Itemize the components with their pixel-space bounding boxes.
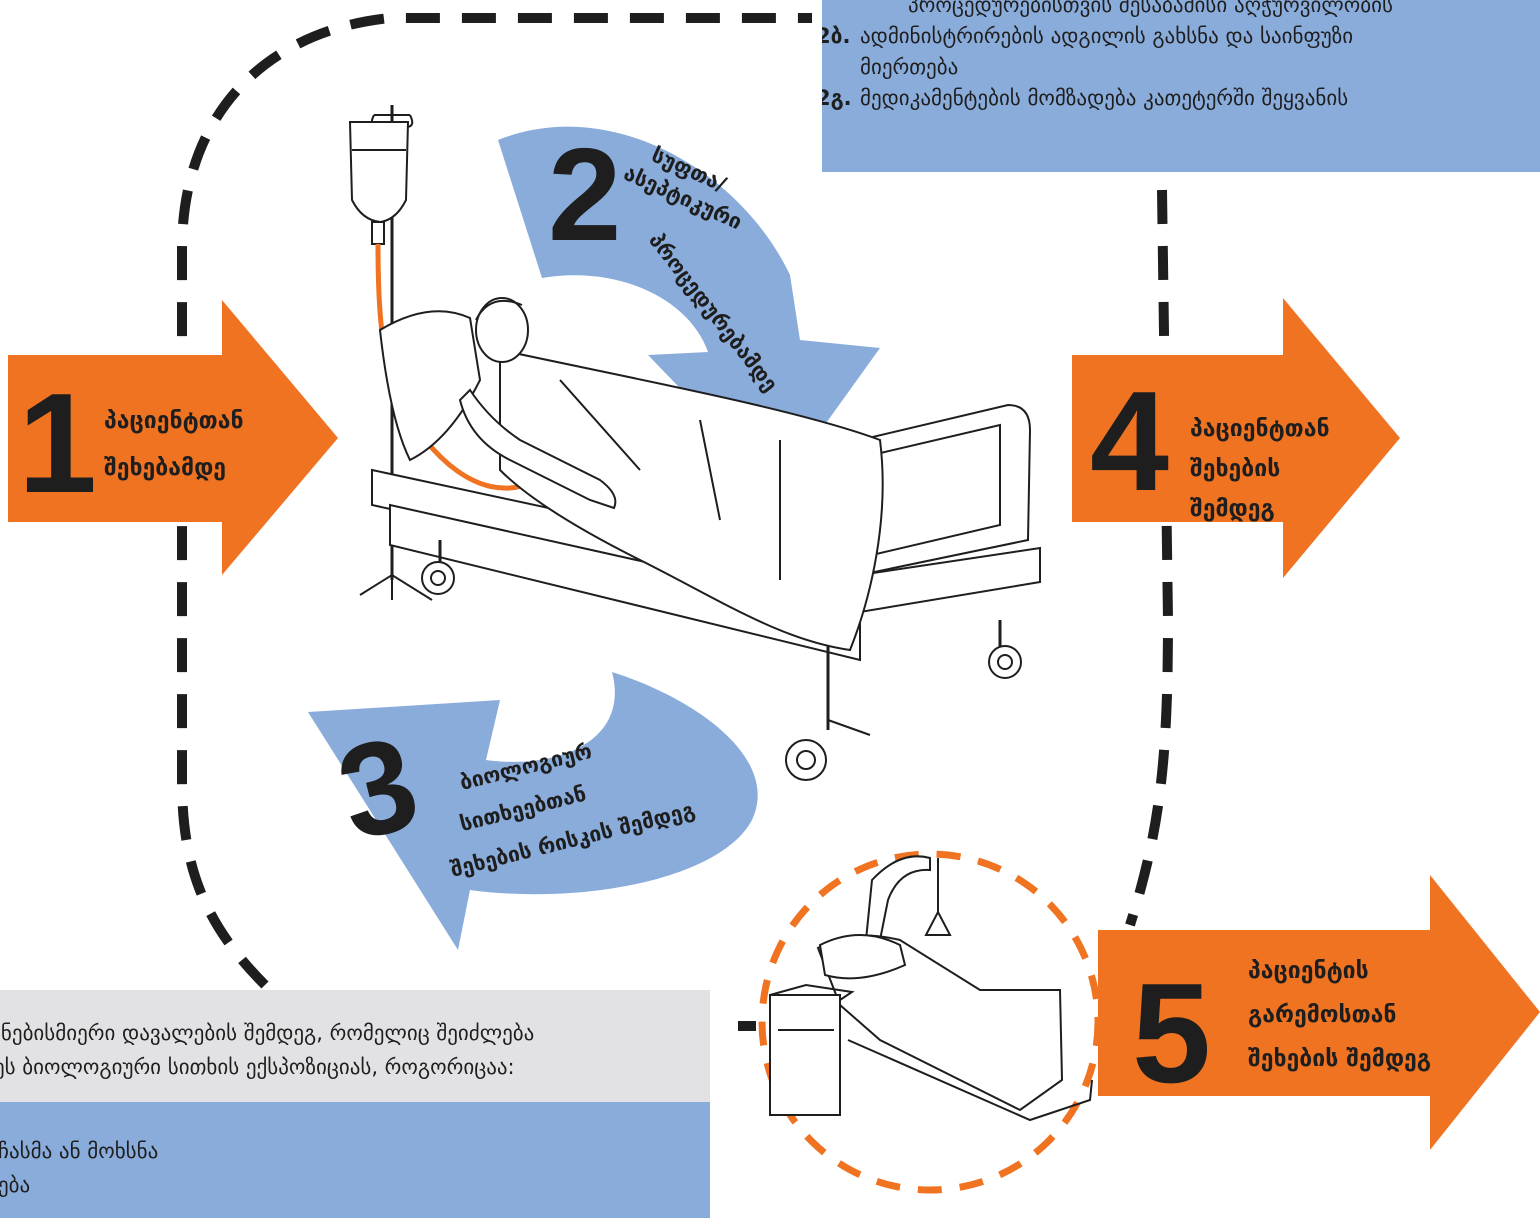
moment-3-example-line2: ება — [0, 1173, 31, 1197]
detail-code: 2ბ. — [822, 24, 851, 48]
dashed-cycle-path-right — [1125, 189, 1174, 927]
moment-1-number: 1 — [18, 364, 97, 523]
moment-3-description-box: . -ნებისმიერი დავალების შემდეგ, რომელიც … — [0, 990, 710, 1102]
moment-5-number: 5 — [1132, 954, 1211, 1113]
moment-5-label-line2: გარემოსთან — [1248, 1002, 1396, 1028]
detail-line: 2ბ. ადმინისტრირების ადგილის გახსნა და საი… — [822, 21, 1540, 52]
moment-4-label-line1: პაციენტთან — [1190, 416, 1330, 442]
moment-5-label-line1: პაციენტის — [1248, 958, 1369, 984]
moment-2-number: 2 — [548, 121, 621, 268]
detail-line: 2გ. მედიკამენტების მომზადება კათეტერში შე… — [822, 83, 1540, 114]
moment-1-label-line2: შეხებამდე — [104, 455, 226, 481]
moment-4-arrow — [1072, 298, 1400, 578]
moment-2-curved-arrow — [498, 126, 880, 490]
moment-1-arrow — [8, 300, 338, 575]
detail-text: ადმინისტრირების ადგილის გახსნა და საინფუ… — [860, 24, 1354, 48]
moment-3-example-line1: ჩასმა ან მოხსნა — [0, 1139, 159, 1163]
detail-text: პროცედურებისთვის შესაბამისი აღჭურვილობის — [908, 0, 1393, 17]
moment-4-label-line3: შემდეგ — [1190, 496, 1275, 522]
moment-3-curved-arrow — [308, 672, 758, 950]
detail-line: მიერთება — [860, 52, 1540, 83]
detail-code: 2გ. — [822, 86, 852, 110]
moment-3-description-line1: . -ნებისმიერი დავალების შემდეგ, რომელიც … — [0, 1021, 535, 1045]
moment-3-description-line2: ეს ბიოლოგიური სითხის ექსპოზიციას, როგორი… — [0, 1055, 515, 1079]
moment-5-arrow — [1098, 875, 1540, 1150]
patient-surroundings-illustration — [758, 850, 1102, 1194]
moment-4-label-line2: შეხების — [1190, 456, 1280, 482]
dashed-cycle-path — [177, 13, 812, 989]
detail-text: მიერთება — [860, 55, 959, 79]
detail-line: პროცედურებისთვის შესაბამისი აღჭურვილობის — [860, 0, 1540, 21]
patient-bed-illustration — [348, 105, 1041, 781]
moment-3-examples-box: ჩასმა ან მოხსნა ება — [0, 1102, 710, 1218]
moment-4-number: 4 — [1090, 362, 1169, 521]
moment-2-details-box: პროცედურებისთვის შესაბამისი აღჭურვილობის… — [822, 0, 1540, 172]
detail-text: მედიკამენტების მომზადება კათეტერში შეყვა… — [860, 86, 1349, 110]
moment-5-label-line3: შეხების შემდეგ — [1248, 1046, 1431, 1072]
moment-1-label-line1: პაციენტთან — [104, 408, 244, 434]
